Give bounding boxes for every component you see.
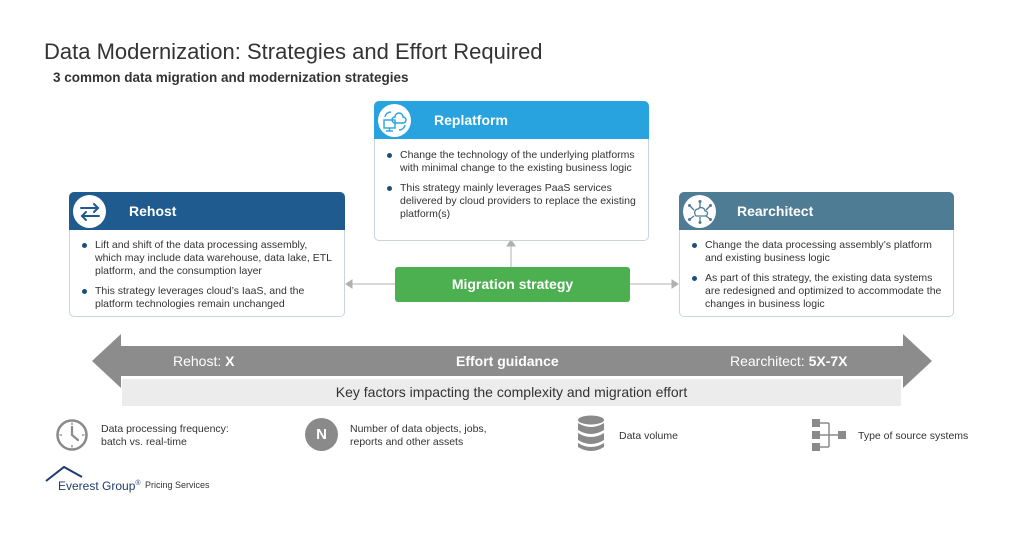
replatform-label: Replatform [434,112,508,128]
rehost-card: Rehost Lift and shift of the data proces… [69,192,345,317]
rearchitect-label: Rearchitect [737,203,814,219]
database-icon [578,415,604,451]
cloud-network-icon [687,199,712,224]
replatform-bullet-1: Change the technology of the underlying … [385,149,640,175]
n-circle-icon: N [305,418,338,451]
migration-strategy-box: Migration strategy [395,267,630,302]
effort-arrow-shape [92,334,932,388]
swap-arrows-icon [79,202,100,221]
rearchitect-bullets: Change the data processing assembly’s pl… [690,239,945,318]
factor-source-systems: Type of source systems [858,430,969,442]
page-title: Data Modernization: Strategies and Effor… [44,39,543,64]
clock-icon [56,419,88,451]
effort-right-label: Rearchitect: [730,353,805,369]
cloud-monitor-icon [382,110,407,132]
effort-left: Rehost: X [173,352,234,370]
replatform-card: Replatform Change the technology of the … [374,101,649,241]
connector-right-arrowhead [671,279,679,289]
rehost-bullet-1: Lift and shift of the data processing as… [80,239,336,278]
hierarchy-icon [812,419,846,451]
logo-text: Everest Group® [58,479,141,493]
factor-frequency: Data processing frequency: batch vs. rea… [101,423,229,448]
rearchitect-header: Rearchitect [679,192,954,230]
factor-volume: Data volume [619,430,678,442]
everest-logo-icon [45,465,83,482]
effort-right: Rearchitect: 5X-7X [730,352,848,370]
rehost-icon-badge [73,195,106,228]
logo-subtitle: Pricing Services [145,480,210,490]
rearchitect-card: Rearchitect Change the data processing a… [679,192,954,317]
rehost-header: Rehost [69,192,345,230]
page-subtitle: 3 common data migration and modernizatio… [53,70,409,85]
effort-center-label: Effort guidance [456,353,559,369]
rehost-bullets: Lift and shift of the data processing as… [80,239,336,318]
rehost-label: Rehost [129,203,177,219]
replatform-icon-badge [378,104,411,137]
key-factors-heading: Key factors impacting the complexity and… [122,379,901,406]
effort-right-value: 5X-7X [808,353,848,369]
connector-left-arrowhead [345,279,353,289]
rehost-bullet-2: This strategy leverages cloud’s IaaS, an… [80,285,336,311]
factor-objects: Number of data objects, jobs, reports an… [350,423,487,448]
replatform-bullets: Change the technology of the underlying … [385,149,640,228]
connector-up-arrowhead [506,239,516,247]
replatform-header: Replatform [374,101,649,139]
rearchitect-icon-badge [683,195,716,228]
rearchitect-bullet-2: As part of this strategy, the existing d… [690,272,945,311]
replatform-bullet-2: This strategy mainly leverages PaaS serv… [385,182,640,221]
rearchitect-bullet-1: Change the data processing assembly’s pl… [690,239,945,265]
effort-left-value: X [225,353,235,369]
effort-left-label: Rehost: [173,353,222,369]
